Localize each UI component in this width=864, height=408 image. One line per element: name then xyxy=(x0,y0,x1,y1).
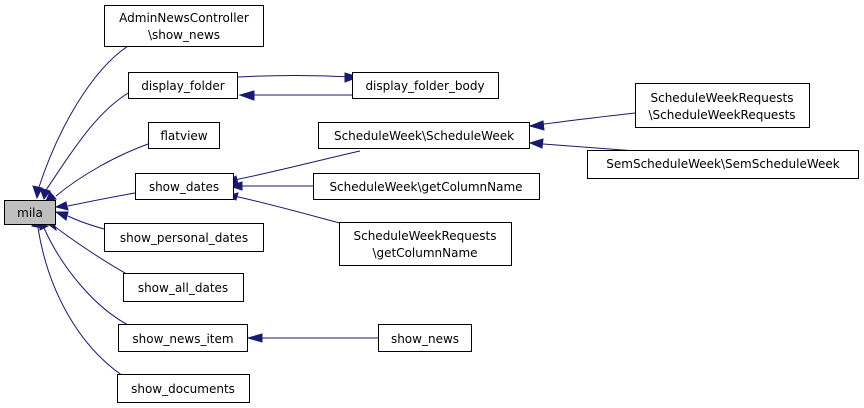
node-scheduleweek-scheduleweek[interactable]: ScheduleWeek\ScheduleWeek xyxy=(318,122,530,149)
node-show-documents[interactable]: show_documents xyxy=(117,374,250,403)
node-semscheduleweek-semscheduleweek-label: SemScheduleWeek\SemScheduleWeek xyxy=(606,157,840,171)
edge-show-all-dates-to-mila xyxy=(53,225,133,278)
node-show-documents-box xyxy=(117,374,250,403)
node-show-personal-dates-label: show_personal_dates xyxy=(120,231,248,245)
arrowhead-display-folder xyxy=(39,187,51,201)
node-flatview-box xyxy=(148,122,220,149)
node-display-folder-body[interactable]: display_folder_body xyxy=(352,72,499,99)
node-scheduleweekrequests-getcolumnname-label-line-1: ScheduleWeekRequests xyxy=(353,229,496,243)
edge-show-documents-to-mila xyxy=(37,227,124,377)
edge-swr-getcol-to-show-dates xyxy=(233,195,356,228)
node-semscheduleweek-semscheduleweek[interactable]: SemScheduleWeek\SemScheduleWeek xyxy=(587,150,859,179)
node-show-personal-dates[interactable]: show_personal_dates xyxy=(104,223,264,252)
edge-show-dates-to-mila xyxy=(67,192,136,207)
node-show-all-dates[interactable]: show_all_dates xyxy=(123,273,244,302)
node-display-folder-label: display_folder xyxy=(141,79,225,93)
node-scheduleweekrequests-getcolumnname-box xyxy=(339,222,512,266)
node-show-dates[interactable]: show_dates xyxy=(135,173,234,200)
edge-display-folder-to-mila xyxy=(45,91,131,191)
arrowhead-admin-show-news xyxy=(32,185,43,200)
node-flatview-label: flatview xyxy=(160,129,207,143)
node-show-all-dates-label: show_all_dates xyxy=(138,281,228,295)
edge-swr-swr-to-sw-sw xyxy=(529,112,636,127)
node-scheduleweekrequests-scheduleweekrequests-box xyxy=(635,83,810,128)
edge-display-folder-to-display-folder-body xyxy=(237,75,353,78)
node-scheduleweek-scheduleweek-box xyxy=(318,122,530,149)
node-admin-news-controller-show-news-label-line-1: AdminNewsController xyxy=(119,11,249,25)
node-scheduleweekrequests-scheduleweekrequests[interactable]: ScheduleWeekRequests \ScheduleWeekReques… xyxy=(635,83,810,128)
node-show-news-item[interactable]: show_news_item xyxy=(118,324,248,352)
node-admin-news-controller-show-news[interactable]: AdminNewsController \show_news xyxy=(104,5,264,47)
node-scheduleweekrequests-scheduleweekrequests-label-line-2: \ScheduleWeekRequests xyxy=(648,108,795,122)
node-show-dates-box xyxy=(135,173,234,200)
node-flatview[interactable]: flatview xyxy=(148,122,220,149)
arrowhead-ssw-ssw xyxy=(528,138,544,149)
node-mila-box xyxy=(4,200,56,225)
arrowhead-display-folder-body xyxy=(238,90,255,101)
node-scheduleweek-scheduleweek-label: ScheduleWeek\ScheduleWeek xyxy=(334,129,514,143)
arrowhead-swr-swr xyxy=(528,120,545,131)
node-admin-news-controller-show-news-box xyxy=(104,5,264,47)
arrowhead-sw-getcol xyxy=(228,181,243,191)
node-display-folder-body-box xyxy=(352,72,499,99)
node-display-folder[interactable]: display_folder xyxy=(128,72,238,99)
node-show-news-label: show_news xyxy=(391,332,459,346)
node-admin-news-controller-show-news-label-line-2: \show_news xyxy=(148,28,220,42)
node-show-all-dates-box xyxy=(123,273,244,302)
node-scheduleweekrequests-getcolumnname-label-line-2: \getColumnName xyxy=(372,246,477,260)
edge-show-personal-dates-to-mila xyxy=(67,215,105,230)
node-mila-label: mila xyxy=(17,206,43,220)
arrowhead-show-news xyxy=(246,333,263,343)
node-show-news-item-box xyxy=(118,324,248,352)
arrowhead-show-dates xyxy=(54,201,69,211)
node-display-folder-body-label: display_folder_body xyxy=(365,79,484,93)
node-display-folder-box xyxy=(128,72,238,99)
arrowhead-display-folder xyxy=(344,72,360,83)
node-show-news-box xyxy=(378,324,472,352)
edge-show-news-item-to-mila xyxy=(43,227,131,327)
arrowhead-show-personal-dates xyxy=(54,211,69,221)
node-scheduleweekrequests-scheduleweekrequests-label-line-1: ScheduleWeekRequests xyxy=(650,91,793,105)
node-show-news-item-label: show_news_item xyxy=(132,332,233,346)
node-mila[interactable]: mila xyxy=(4,200,56,225)
node-show-news[interactable]: show_news xyxy=(378,324,472,352)
edge-admin-show-news-to-mila xyxy=(37,45,129,191)
node-show-dates-label: show_dates xyxy=(149,180,219,194)
call-graph-nodes: mila AdminNewsController \show_news disp… xyxy=(4,5,859,403)
edge-flatview-to-mila xyxy=(55,143,149,197)
node-scheduleweek-getcolumnname-box xyxy=(313,173,540,200)
node-show-personal-dates-box xyxy=(104,223,264,252)
node-scheduleweekrequests-getcolumnname[interactable]: ScheduleWeekRequests \getColumnName xyxy=(339,222,512,266)
node-semscheduleweek-semscheduleweek-box xyxy=(587,150,859,179)
node-scheduleweek-getcolumnname-label: ScheduleWeek\getColumnName xyxy=(329,180,522,194)
edge-sw-sw-to-show-dates xyxy=(233,150,361,181)
node-scheduleweek-getcolumnname[interactable]: ScheduleWeek\getColumnName xyxy=(313,173,540,200)
node-show-documents-label: show_documents xyxy=(131,382,235,396)
